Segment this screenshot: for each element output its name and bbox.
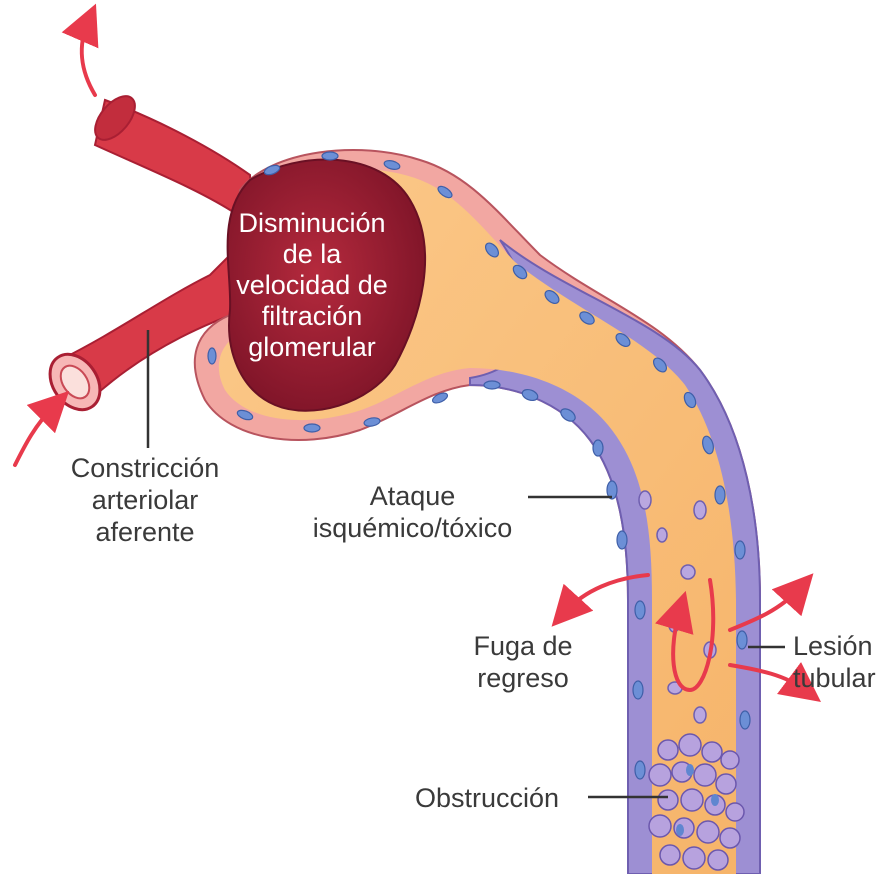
backleak-label: Fuga de regreso xyxy=(458,630,588,694)
attack-label: Ataque isquémico/tóxico xyxy=(300,480,525,544)
constriction-label: Constricción arteriolar aferente xyxy=(45,452,245,548)
glomerular-filtration-label: Disminución de la velocidad de filtració… xyxy=(222,208,402,363)
curved-arrow-icon xyxy=(82,22,95,95)
tubular-injury-label: Lesión tubular xyxy=(793,630,889,694)
obstruction-label: Obstrucción xyxy=(415,782,590,814)
